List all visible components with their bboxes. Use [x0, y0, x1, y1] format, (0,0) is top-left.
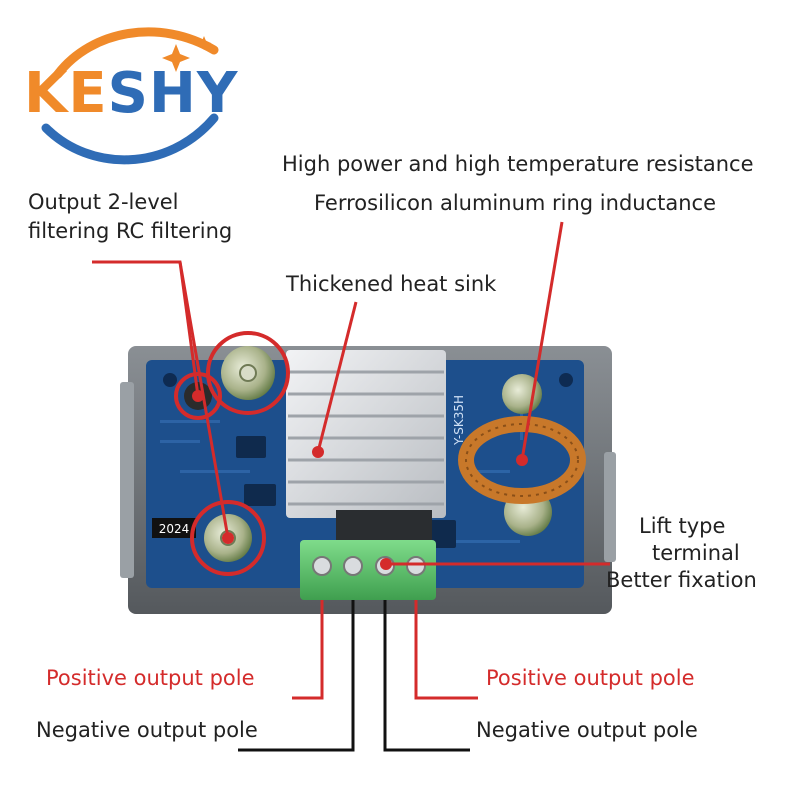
heat-sink	[286, 350, 446, 518]
power-transistor	[336, 510, 432, 544]
label-heat-sink: Thickened heat sink	[286, 272, 497, 296]
resistor-block	[152, 518, 196, 538]
label-terminal: terminal	[652, 541, 740, 565]
label-negative-right: Negative output pole	[476, 718, 698, 742]
case-side-left	[120, 382, 134, 578]
silk-model: Y-SK35H	[452, 395, 466, 446]
label-better-fixation: Better fixation	[606, 568, 757, 592]
label-ferrosilicon: Ferrosilicon aluminum ring inductance	[314, 191, 717, 215]
case-side-right	[604, 452, 616, 562]
pcb-ics	[236, 436, 456, 548]
terminal-block	[300, 540, 436, 600]
logo-star-small-icon	[197, 36, 211, 50]
silk-year: 2024	[159, 522, 190, 536]
label-high-power: High power and high temperature resistan…	[282, 152, 754, 176]
logo-swoosh-top	[53, 27, 219, 79]
screw-hole	[559, 373, 573, 387]
keshy-logo: KESHY	[24, 61, 239, 126]
label-negative-left: Negative output pole	[36, 718, 258, 742]
logo-star-icon	[162, 44, 190, 72]
screw-hole	[163, 373, 177, 387]
callout-lines-red	[92, 221, 610, 700]
label-lift-type: Lift type	[639, 514, 726, 538]
logo-swoosh-bottom	[41, 113, 219, 165]
callout-lines-black	[238, 600, 470, 752]
heat-sink-fins	[288, 370, 444, 506]
label-output-filter-1: Output 2-level	[28, 190, 179, 214]
label-positive-left: Positive output pole	[46, 666, 255, 690]
label-positive-right: Positive output pole	[486, 666, 695, 690]
label-output-filter-2: filtering RC filtering	[28, 219, 233, 243]
callout-dots	[192, 390, 528, 570]
